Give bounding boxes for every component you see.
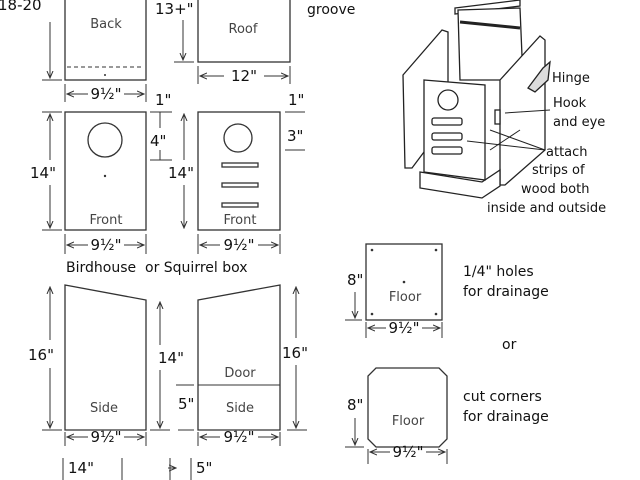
side-panel-right: Door Side 16" 5" 9½" xyxy=(176,284,308,446)
side-right-label: Side xyxy=(226,401,254,416)
floor-holes-label: Floor xyxy=(389,290,422,305)
back-panel: Back 18-20 9½" xyxy=(0,0,147,103)
groove-label: groove xyxy=(307,2,355,18)
hook-label-2: and eye xyxy=(553,115,605,130)
attach-label-1: attach xyxy=(546,145,588,160)
caption: Birdhouse or Squirrel box xyxy=(66,260,248,276)
front-top-gap-dim: 1" xyxy=(155,91,171,109)
front-label: Front xyxy=(90,213,123,228)
front-panel-birdhouse: Front 14" 1" 4" 9½" xyxy=(30,91,172,254)
floor-holes-note-2: for drainage xyxy=(463,284,549,300)
bottom-dimensions: 14" 5" xyxy=(62,458,212,480)
floor-corners-note-1: cut corners xyxy=(463,389,542,405)
attach-label-2: strips of xyxy=(532,163,585,178)
floor-holes-note-1: 1/4" holes xyxy=(463,264,534,280)
floor-corners-note-2: for drainage xyxy=(463,409,549,425)
roof-width-dim: 12" xyxy=(231,67,257,85)
floor-panel-holes: Floor 8" 9½" 1/4" holes for drainage xyxy=(345,243,549,338)
attach-label-3: wood both xyxy=(521,182,589,197)
side-right-width-dim: 9½" xyxy=(224,428,255,446)
front-hole-offset-dim: 4" xyxy=(150,132,166,150)
front-squirrel-hole-offset-dim: 3" xyxy=(287,127,303,145)
bottom-left-dim: 14" xyxy=(68,459,94,477)
side-panel-left: Side 16" 14" 9½" xyxy=(28,284,184,446)
side-left-tall-dim: 16" xyxy=(28,346,54,364)
front-panel-squirrel: Front 14" 1" 3" 9½" xyxy=(168,91,305,254)
floor-corners-width-dim: 9½" xyxy=(393,443,424,461)
door-height-dim: 5" xyxy=(178,395,194,413)
floor-corners-height-dim: 8" xyxy=(347,396,363,414)
floor-panel-cut-corners: Floor 8" 9½" cut corners for drainage xyxy=(345,367,549,464)
side-left-short-dim: 14" xyxy=(158,349,184,367)
front-squirrel-width-dim: 9½" xyxy=(224,236,255,254)
floor-corners-label: Floor xyxy=(392,414,425,429)
back-height-dim: 18-20 xyxy=(0,0,42,14)
floor-holes-width-dim: 9½" xyxy=(389,319,420,337)
bottom-right-dim: 5" xyxy=(196,459,212,477)
side-left-width-dim: 9½" xyxy=(91,428,122,446)
roof-height-dim: 13+" xyxy=(155,0,194,18)
hook-label: Hook xyxy=(553,96,587,111)
assembly-illustration xyxy=(402,0,551,199)
or-label: or xyxy=(502,337,517,353)
side-right-tall-dim: 16" xyxy=(282,344,308,362)
side-left-label: Side xyxy=(90,401,118,416)
front-squirrel-label: Front xyxy=(224,213,257,228)
door-label: Door xyxy=(224,366,256,381)
front-squirrel-top-gap-dim: 1" xyxy=(288,91,304,109)
floor-holes-height-dim: 8" xyxy=(347,271,363,289)
roof-label: Roof xyxy=(229,22,258,37)
hinge-label: Hinge xyxy=(552,71,590,86)
front-width-dim: 9½" xyxy=(91,236,122,254)
entrance-hole xyxy=(87,122,123,158)
front-height-dim: 14" xyxy=(30,164,56,182)
back-label: Back xyxy=(90,17,122,32)
back-width-dim: 9½" xyxy=(91,85,122,103)
attach-label-4: inside and outside xyxy=(487,201,606,216)
roof-panel: Roof 13+" 12" xyxy=(155,0,291,85)
front-squirrel-height-dim: 14" xyxy=(168,164,194,182)
